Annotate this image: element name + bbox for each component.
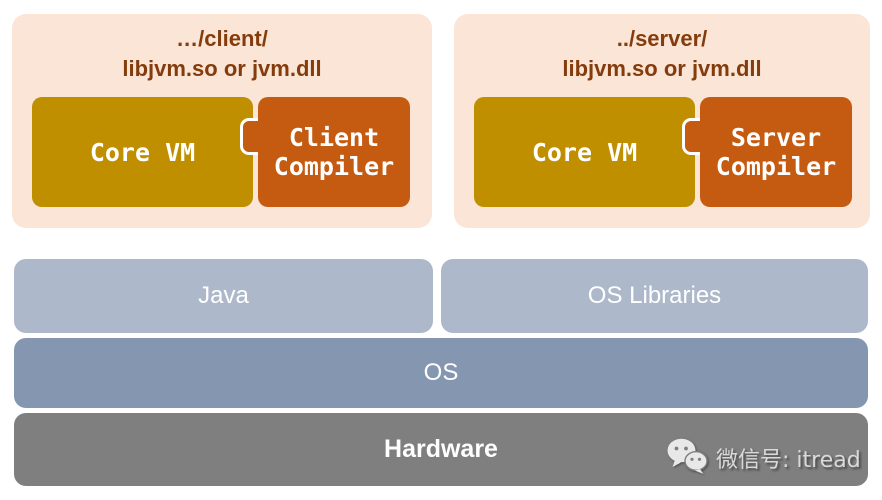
watermark-label: 微信号: itread (716, 448, 861, 473)
server-jvm-container: ../server/ libjvm.so or jvm.dll Core VM … (454, 14, 870, 228)
client-compiler-label-line1: Client (288, 123, 380, 152)
server-compiler-label-line2: Compiler (715, 152, 837, 181)
server-path-label: ../server/ (616, 26, 708, 51)
server-compiler-box: Server Compiler (682, 97, 852, 207)
hardware-layer-box: Hardware (14, 413, 868, 486)
server-library-label: libjvm.so or jvm.dll (562, 56, 762, 81)
java-layer-box: Java (14, 259, 433, 333)
client-library-label: libjvm.so or jvm.dll (122, 56, 322, 81)
server-module-title: ../server/ libjvm.so or jvm.dll (454, 24, 870, 84)
puzzle-connector-tab (240, 118, 258, 155)
client-path-label: …/client/ (176, 26, 268, 51)
puzzle-connector-tab (682, 118, 700, 155)
server-core-vm-box: Core VM (474, 97, 695, 207)
client-module-title: …/client/ libjvm.so or jvm.dll (12, 24, 432, 84)
os-layer-box: OS (14, 338, 868, 408)
server-compiler-label-line1: Server (730, 123, 822, 152)
watermark: 微信号: itread (666, 437, 861, 479)
client-compiler-label-line2: Compiler (273, 152, 395, 181)
client-core-vm-box: Core VM (32, 97, 253, 207)
os-libraries-layer-box: OS Libraries (441, 259, 868, 333)
wechat-icon (666, 437, 708, 480)
client-jvm-container: …/client/ libjvm.so or jvm.dll Core VM C… (12, 14, 432, 228)
client-compiler-box: Client Compiler (240, 97, 410, 207)
